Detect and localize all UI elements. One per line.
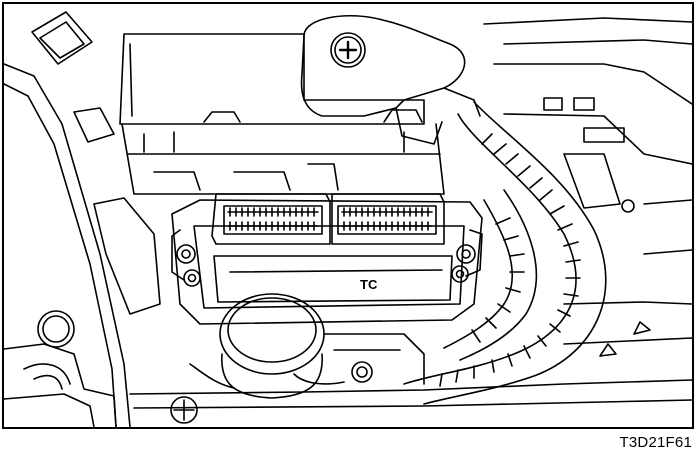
illustration-frame: TC — [2, 2, 694, 429]
mount-nut-icons — [176, 244, 476, 287]
lower-hoses — [129, 333, 692, 409]
module-tc-label: TC — [360, 277, 378, 292]
engine-bay-illustration: TC — [4, 11, 692, 427]
left-body-panel — [4, 11, 161, 427]
figure-code: T3D21F61 — [619, 434, 692, 451]
ecu-connector-left — [211, 193, 331, 245]
battery-case — [119, 33, 445, 195]
positive-terminal-cover — [300, 15, 481, 145]
lower-left-bracket — [4, 343, 117, 427]
bottom-bolt-icon — [170, 396, 198, 424]
ecu-connector-right — [331, 193, 445, 245]
wiring-harness-conduit — [403, 101, 607, 405]
ecu-module — [171, 199, 483, 325]
right-components — [483, 17, 692, 357]
